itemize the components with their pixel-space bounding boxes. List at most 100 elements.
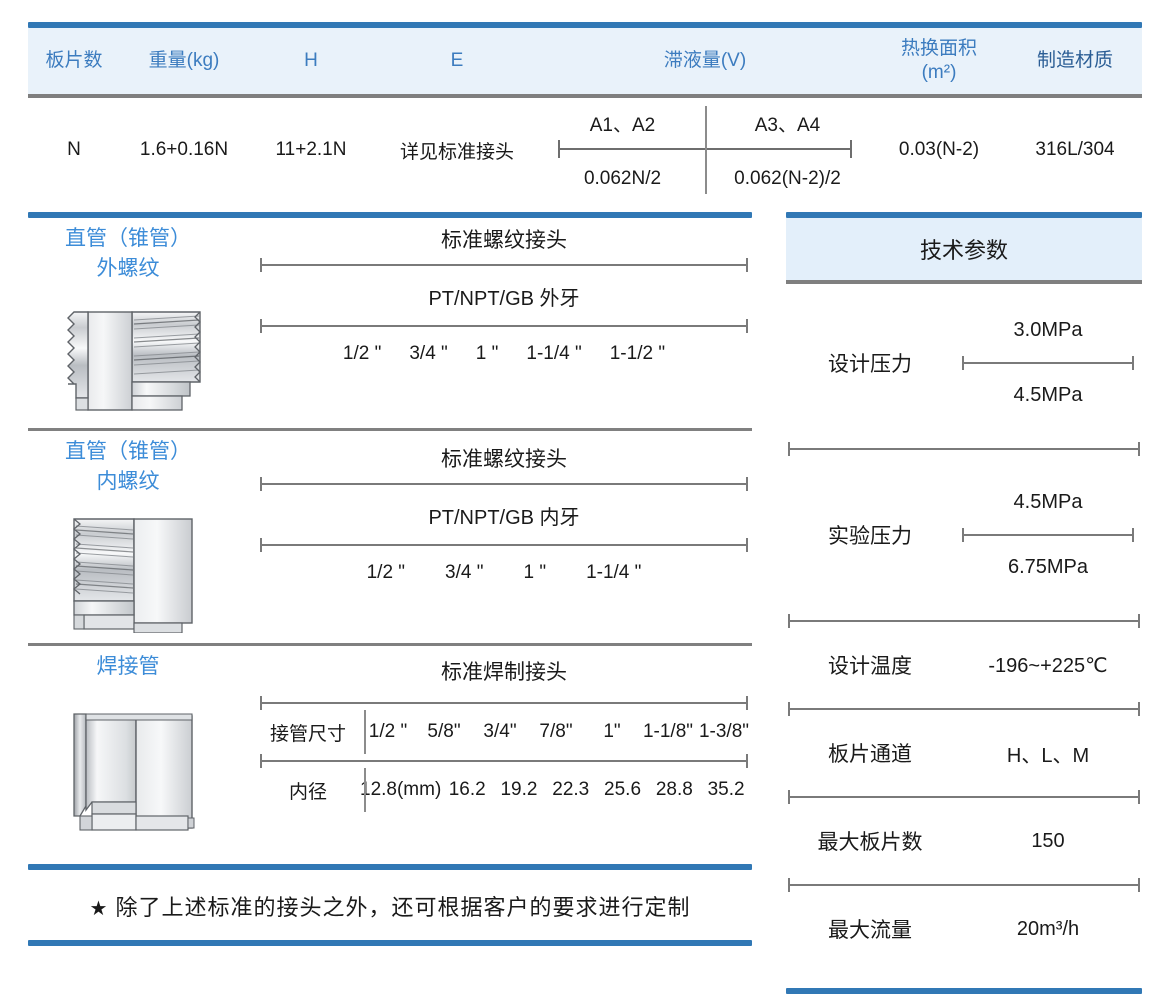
holdup-bottom-labels: 0.062N/2 0.062(N-2)/2 — [540, 168, 870, 190]
header-holdup-volume: 滞液量(V) — [663, 50, 747, 72]
holdup-formula-left: 0.062N/2 — [583, 168, 662, 189]
connector-male-dimensions: 标准螺纹接头 PT/NPT/GB 外牙 1/2 " 3/4 " 1 " 1-1/… — [256, 224, 752, 365]
size-item: 3/4 " — [409, 343, 448, 364]
size-item: 1/2 " — [366, 562, 406, 583]
tech-row-design-temperature: 设计温度 -196~+225℃ — [786, 628, 1142, 702]
value-weight: 1.6+0.16N — [139, 139, 229, 160]
test-pressure-max: 6.75MPa — [1007, 556, 1089, 578]
star-icon: ★ — [89, 898, 109, 920]
connector-female-title: 标准螺纹接头 — [441, 448, 567, 471]
customization-note: ★ 除了上述标准的接头之外，还可根据客户的要求进行定制 — [28, 870, 752, 940]
connector-female-dimensions: 标准螺纹接头 PT/NPT/GB 内牙 1/2 " 3/4 " 1 " 1-1/… — [256, 443, 752, 584]
connector-separator-1 — [28, 428, 752, 431]
welded-values-pipe-size: 1/2 " 5/8" 3/4" 7/8" 1" 1-1/8" 1-3/8" — [360, 721, 752, 743]
connector-separator-2 — [28, 643, 752, 646]
welded-row-pipe-size: 接管尺寸 1/2 " 5/8" 3/4" 7/8" 1" 1-1/8" 1-3/… — [256, 710, 752, 754]
spec-sheet-page: 板片数 重量(kg) H E 滞液量(V) 热换面积 (m²) 制造材质 N 1… — [28, 22, 1142, 994]
tech-key-plate-channel: 板片通道 — [828, 743, 912, 766]
header-heat-area: 热换面积 (m²) — [870, 37, 1008, 85]
customization-note-text: 除了上述标准的接头之外，还可根据客户的要求进行定制 — [115, 895, 691, 920]
connector-female-label-line1: 直管（锥管） — [65, 440, 191, 463]
header-plate-count: 板片数 — [45, 50, 103, 72]
value-material: 316L/304 — [1035, 139, 1115, 160]
tech-value-design-pressure: 3.0MPa 4.5MPa — [954, 319, 1142, 407]
tech-row-test-pressure: 实验压力 4.5MPa 6.75MPa — [786, 456, 1142, 614]
holdup-top-labels: A1、A2 A3、A4 — [540, 110, 870, 137]
welded-diameter-cell: 28.8 — [655, 779, 693, 800]
value-e: 详见标准接头 — [399, 141, 514, 163]
welded-diameter-cell: 22.3 — [552, 779, 590, 800]
male-thread-fitting-icon — [54, 302, 206, 420]
holdup-a1-a2: A1、A2 — [589, 115, 656, 136]
connectors-top-rule — [28, 212, 752, 218]
connector-section-female: 直管（锥管） 内螺纹 — [28, 431, 752, 643]
welded-dimline-top — [256, 696, 752, 710]
size-item: 1 " — [475, 343, 499, 364]
tech-row-plate-channel: 板片通道 H、L、M — [786, 716, 1142, 790]
connector-female-label-line2: 内螺纹 — [96, 470, 160, 494]
connector-male-dimline-bottom — [256, 319, 752, 333]
welded-row-divider-top — [364, 710, 366, 754]
female-thread-fitting-icon — [54, 509, 206, 633]
tech-key-design-temperature: 设计温度 — [828, 655, 912, 678]
holdup-a3-a4: A3、A4 — [754, 115, 821, 136]
design-pressure-rangeline — [960, 356, 1136, 370]
welded-size-cell: 7/8" — [539, 721, 573, 742]
header-h: H — [304, 50, 318, 72]
connector-section-welded: 焊接管 — [28, 646, 752, 864]
welded-pipe-fitting-icon — [54, 706, 206, 838]
tech-key-max-flow: 最大流量 — [828, 919, 912, 942]
header-heat-area-text: 热换面积 — [900, 38, 977, 60]
design-pressure-max: 4.5MPa — [1013, 384, 1083, 406]
tech-params-title: 技术参数 — [786, 218, 1142, 280]
header-heat-area-unit: (m²) — [921, 62, 957, 83]
header-e: E — [450, 50, 464, 72]
welded-size-cell: 1-3/8" — [698, 721, 750, 742]
connector-male-standard: PT/NPT/GB 外牙 — [428, 288, 580, 310]
tech-separator-2 — [786, 614, 1142, 628]
connector-welded-title: 标准焊制接头 — [441, 661, 567, 684]
connector-male-title: 标准螺纹接头 — [441, 229, 567, 252]
tech-separator-5 — [786, 878, 1142, 892]
tech-params-top-rule — [786, 212, 1142, 218]
welded-size-cell: 5/8" — [427, 721, 461, 742]
tech-key-design-pressure: 设计压力 — [828, 353, 912, 376]
test-pressure-min: 4.5MPa — [1013, 491, 1083, 513]
connector-male-label-line1: 直管（锥管） — [65, 227, 191, 250]
spec-table-header-rule — [28, 94, 1142, 98]
connector-male-sizes: 1/2 " 3/4 " 1 " 1-1/4 " 1-1/2 " — [256, 333, 752, 365]
welded-size-cell: 1" — [603, 721, 621, 742]
spec-table-header-row: 板片数 重量(kg) H E 滞液量(V) 热换面积 (m²) 制造材质 — [28, 28, 1142, 94]
welded-label-inner-diameter: 内径 — [288, 781, 327, 803]
welded-row-divider-bottom — [364, 768, 366, 812]
welded-size-cell: 1-1/8" — [642, 721, 694, 742]
welded-size-cell: 3/4" — [483, 721, 517, 742]
design-pressure-min: 3.0MPa — [1013, 319, 1083, 341]
tech-value-design-temperature: -196~+225℃ — [988, 654, 1108, 677]
size-item: 1-1/4 " — [526, 343, 582, 364]
connector-female-label: 直管（锥管） 内螺纹 — [28, 437, 228, 498]
tech-key-test-pressure: 实验压力 — [828, 525, 912, 548]
spec-table-data-row: N 1.6+0.16N 11+2.1N 详见标准接头 A1、A2 A3、A4 0… — [28, 98, 1142, 202]
welded-diameter-cell: 35.2 — [707, 779, 745, 800]
value-plate-count: N — [67, 139, 81, 160]
size-item: 1-1/4 " — [586, 562, 642, 583]
connectors-panel: 直管（锥管） 外螺纹 — [28, 212, 752, 946]
welded-size-cell: 1/2 " — [368, 721, 408, 742]
tech-params-bottom-rule — [786, 988, 1142, 994]
spec-table-top-rule — [28, 22, 1142, 28]
note-bottom-rule — [28, 940, 752, 946]
welded-dimline-middle — [256, 754, 752, 768]
connector-male-label-line2: 外螺纹 — [96, 257, 160, 281]
connector-section-male: 直管（锥管） 外螺纹 — [28, 218, 752, 428]
connector-female-standard: PT/NPT/GB 内牙 — [428, 507, 580, 529]
holdup-tick-right — [850, 140, 852, 158]
connector-female-dimline-top — [256, 477, 752, 491]
spec-table: 板片数 重量(kg) H E 滞液量(V) 热换面积 (m²) 制造材质 N 1… — [28, 22, 1142, 202]
holdup-tick-left — [558, 140, 560, 158]
tech-row-design-pressure: 设计压力 3.0MPa 4.5MPa — [786, 284, 1142, 442]
welded-diameter-cell: 12.8(mm) — [360, 779, 442, 800]
connector-welded-label: 焊接管 — [28, 652, 228, 682]
size-item: 1-1/2 " — [609, 343, 666, 364]
tech-separator-3 — [786, 702, 1142, 716]
